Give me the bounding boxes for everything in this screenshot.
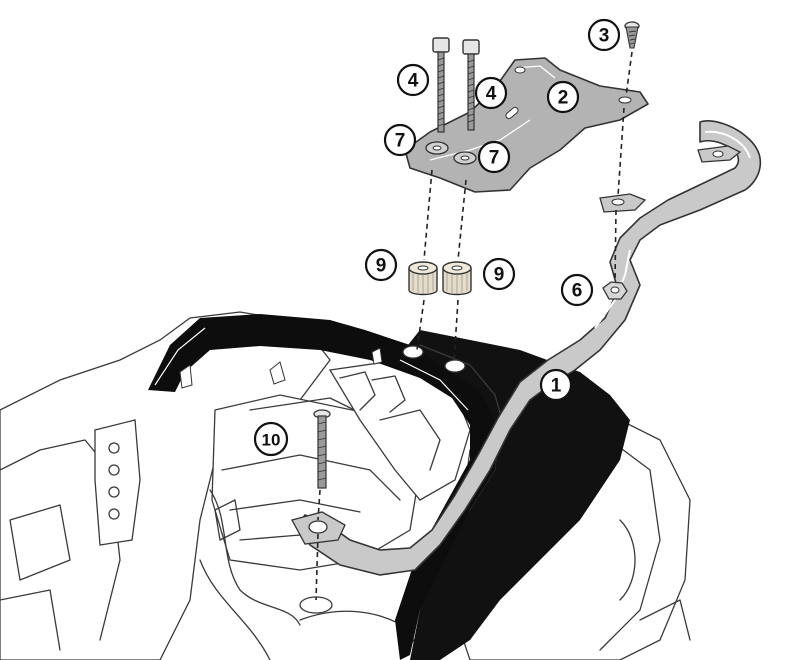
assembly-guide-lines (315, 51, 633, 601)
callout-2: 2 (546, 80, 580, 114)
washer-part-7-left (425, 141, 449, 155)
washer-part-7-right (453, 151, 477, 165)
svg-text:4: 4 (486, 84, 497, 105)
svg-text:7: 7 (395, 131, 406, 152)
svg-text:2: 2 (558, 88, 569, 109)
spacer-part-9-right (442, 261, 472, 296)
svg-text:7: 7 (489, 148, 500, 169)
spacer-part-9-left (408, 261, 438, 296)
screw-part-10 (313, 409, 331, 489)
callout-10: 10 (253, 421, 289, 457)
svg-text:6: 6 (572, 281, 583, 302)
nut-part-6 (602, 281, 628, 300)
callout-1: 1 (539, 368, 573, 402)
rail-part-1 (291, 120, 762, 576)
svg-text:4: 4 (408, 71, 419, 92)
screw-part-4-left (432, 37, 450, 133)
svg-text:3: 3 (599, 26, 610, 47)
seat-surface (400, 330, 630, 660)
callout-4-left: 4 (396, 63, 430, 97)
callout-3: 3 (587, 18, 621, 52)
callout-6: 6 (560, 273, 594, 307)
callout-7-left: 7 (383, 123, 417, 157)
svg-text:10: 10 (262, 431, 281, 450)
screw-part-4-right (462, 39, 480, 131)
svg-text:9: 9 (376, 256, 387, 277)
callout-7-right: 7 (477, 140, 511, 174)
svg-text:9: 9 (494, 265, 505, 286)
svg-text:1: 1 (551, 376, 562, 397)
grab-handle (148, 314, 500, 660)
callout-9-left: 9 (364, 248, 398, 282)
grab-handle-shape (148, 314, 500, 660)
callout-4-right: 4 (474, 76, 508, 110)
callout-9-right: 9 (482, 257, 516, 291)
screw-part-3 (624, 21, 640, 49)
